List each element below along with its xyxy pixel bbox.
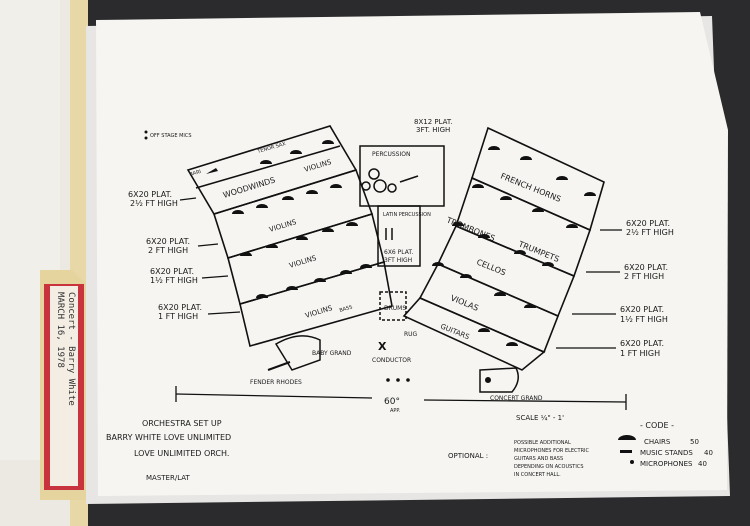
drums-label: DRUMS bbox=[384, 305, 406, 312]
left-plat-2-height: 2 FT HIGH bbox=[148, 246, 188, 255]
stand-symbol-icon bbox=[620, 450, 632, 453]
right-plat-4-height: 1 FT HIGH bbox=[620, 349, 660, 358]
width-dimension bbox=[175, 386, 627, 410]
left-stage bbox=[186, 125, 393, 347]
concert-grand-label: CONCERT GRAND bbox=[490, 395, 543, 402]
plat-mid-label: 6X6 PLAT. bbox=[384, 249, 413, 256]
baby-grand-piano: BABY GRAND bbox=[274, 335, 352, 371]
paper-sheet bbox=[86, 12, 730, 504]
concert-grand-piano: CONCERT GRAND bbox=[479, 367, 543, 402]
title-line-3: LOVE UNLIMITED ORCH. bbox=[134, 449, 229, 458]
left-plat-3-label: 6X20 PLAT. bbox=[150, 267, 194, 276]
code-stands-count: 40 bbox=[704, 449, 713, 457]
right-plat-1-label: 6X20 PLAT. bbox=[626, 219, 670, 228]
code-chairs-count: 50 bbox=[690, 438, 699, 446]
code-title: - CODE - bbox=[640, 421, 674, 430]
rug-label: RUG bbox=[404, 331, 418, 338]
scale-label: SCALE ¼" - 1' bbox=[516, 414, 564, 422]
left-plat-2-label: 6X20 PLAT. bbox=[146, 237, 190, 246]
right-arrows bbox=[556, 229, 622, 349]
optional-label: OPTIONAL : bbox=[448, 452, 488, 460]
code-stands: MUSIC STANDS bbox=[640, 449, 693, 457]
center-labels: 8X12 PLAT. 3FT. HIGH PERCUSSION LATIN PE… bbox=[372, 118, 453, 364]
right-plat-3-height: 1½ FT HIGH bbox=[620, 315, 668, 324]
code-mics: MICROPHONES bbox=[640, 460, 693, 468]
left-arrows bbox=[179, 197, 241, 315]
right-plat-1-height: 2½ FT HIGH bbox=[626, 228, 674, 237]
mic-symbol-icon bbox=[630, 460, 634, 464]
bass-label: BASS bbox=[339, 304, 353, 314]
code-mics-count: 40 bbox=[698, 460, 707, 468]
width-label: 60° bbox=[384, 397, 400, 407]
left-plat-4-label: 6X20 PLAT. bbox=[158, 303, 202, 312]
conductor-label: CONDUCTOR bbox=[372, 357, 411, 364]
latin-label: LATIN PERCUSSION bbox=[383, 212, 431, 218]
optional-line-4: DEPENDING ON ACOUSTICS bbox=[514, 464, 584, 470]
plat-mid-height: 3FT HIGH bbox=[384, 257, 412, 264]
right-stage bbox=[402, 126, 605, 371]
optional-note: OPTIONAL : POSSIBLE ADDITIONAL MICROPHON… bbox=[448, 440, 590, 478]
left-plat-1-height: 2½ FT HIGH bbox=[130, 199, 178, 208]
code-legend: - CODE - CHAIRS 50 MUSIC STANDS 40 MICRO… bbox=[618, 421, 713, 468]
off-stage-mics: OFF STAGE MICS bbox=[144, 130, 192, 140]
code-chairs: CHAIRS bbox=[644, 438, 671, 446]
right-platform-labels: 6X20 PLAT. 2½ FT HIGH 6X20 PLAT. 2 FT HI… bbox=[620, 219, 674, 358]
optional-line-2: MICROPHONES FOR ELECTRIC bbox=[514, 448, 590, 454]
title-line-1: ORCHESTRA SET UP bbox=[142, 419, 222, 428]
conductor-mark: X bbox=[378, 340, 387, 353]
right-plat-4-label: 6X20 PLAT. bbox=[620, 339, 664, 348]
signoff: MASTER/LAT bbox=[146, 474, 190, 482]
optional-line-1: POSSIBLE ADDITIONAL bbox=[514, 440, 571, 446]
baby-grand-label: BABY GRAND bbox=[312, 350, 352, 357]
folder-title: Concert - Barry White bbox=[66, 292, 76, 406]
right-plat-2-height: 2 FT HIGH bbox=[624, 272, 664, 281]
left-plat-3-height: 1½ FT HIGH bbox=[150, 276, 198, 285]
right-plat-2-label: 6X20 PLAT. bbox=[624, 263, 668, 272]
off-stage-label: OFF STAGE MICS bbox=[150, 133, 192, 139]
optional-line-5: IN CONCERT HALL. bbox=[514, 472, 561, 478]
plat-top-label: 8X12 PLAT. bbox=[414, 118, 453, 126]
chair-symbol-icon bbox=[618, 435, 636, 440]
left-plat-1-label: 6X20 PLAT. bbox=[128, 190, 172, 199]
width-sub: APP. bbox=[390, 408, 401, 414]
percussion-label: PERCUSSION bbox=[372, 151, 410, 158]
fender-rhodes: FENDER RHODES bbox=[250, 361, 302, 386]
plat-top-height: 3FT. HIGH bbox=[416, 126, 450, 134]
percussion-instruments bbox=[361, 168, 419, 240]
fender-label: FENDER RHODES bbox=[250, 379, 302, 386]
folder-date: MARCH 16, 1978 bbox=[55, 292, 65, 368]
title-block: ORCHESTRA SET UP BARRY WHITE LOVE UNLIMI… bbox=[106, 419, 231, 482]
title-line-2: BARRY WHITE LOVE UNLIMITED bbox=[106, 433, 231, 442]
section-bari: BARI bbox=[189, 169, 202, 178]
left-platform-labels: 6X20 PLAT. 2½ FT HIGH 6X20 PLAT. 2 FT HI… bbox=[128, 190, 202, 321]
right-plat-3-label: 6X20 PLAT. bbox=[620, 305, 664, 314]
optional-line-3: GUITARS AND BASS bbox=[514, 456, 563, 462]
conductor-dots bbox=[386, 378, 410, 382]
folder-label: MARCH 16, 1978 Concert - Barry White bbox=[44, 284, 84, 490]
left-chairs bbox=[206, 140, 372, 298]
right-chairs bbox=[432, 146, 596, 346]
left-plat-4-height: 1 FT HIGH bbox=[158, 312, 198, 321]
center-stage bbox=[359, 145, 445, 321]
